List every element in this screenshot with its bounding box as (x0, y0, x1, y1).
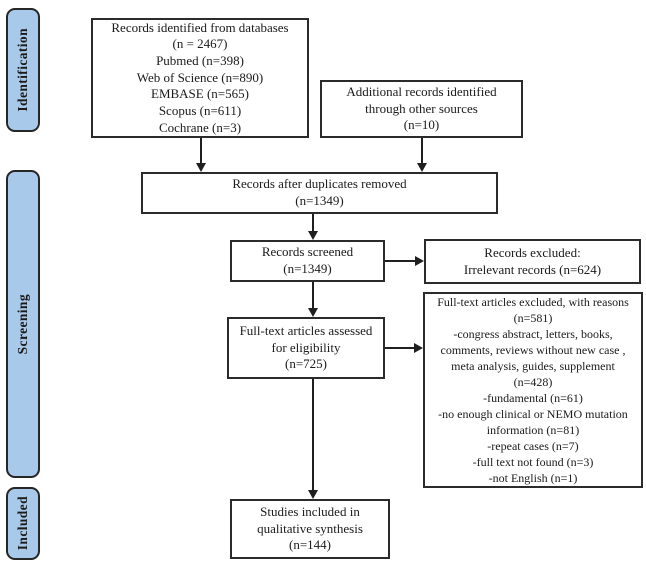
box-fulltext-excluded: Full-text articles excluded, with reason… (423, 292, 643, 488)
box-records-identified: Records identified from databases (n = 2… (91, 18, 309, 138)
stage-label-included-text: Included (15, 496, 30, 551)
arrow-shaft (312, 282, 314, 309)
arrow-down-icon (308, 231, 318, 240)
arrow-screened-to-fulltext (307, 282, 319, 317)
stage-label-identification-text: Identification (15, 28, 30, 112)
box-fulltext-assessed-text: Full-text articles assessed for eligibil… (239, 323, 373, 372)
box-included-studies: Studies included in qualitative synthesi… (230, 499, 390, 559)
arrow-shaft (200, 138, 202, 164)
box-included-studies-text: Studies included in qualitative synthesi… (257, 504, 363, 553)
box-records-excluded: Records excluded: Irrelevant records (n=… (424, 239, 641, 284)
box-records-excluded-text: Records excluded: Irrelevant records (n=… (463, 244, 602, 277)
arrow-shaft (312, 214, 314, 232)
box-records-screened-text: Records screened (n=1349) (261, 244, 354, 276)
arrow-right-icon (415, 256, 424, 266)
arrow-shaft (312, 379, 314, 491)
arrow-duplicates-to-screened (307, 214, 319, 240)
arrow-down-icon (308, 308, 318, 317)
arrow-down-icon (196, 163, 206, 172)
arrow-down-icon (417, 163, 427, 172)
arrow-screened-to-excluded (385, 255, 424, 267)
arrow-right-icon (414, 343, 423, 353)
arrow-down-icon (308, 490, 318, 499)
arrow-shaft (385, 347, 415, 349)
box-fulltext-assessed: Full-text articles assessed for eligibil… (227, 317, 385, 379)
arrow-fulltext-to-excluded (385, 342, 423, 354)
box-additional-records: Additional records identified through ot… (320, 80, 523, 138)
stage-label-included: Included (6, 487, 40, 560)
box-fulltext-excluded-text: Full-text articles excluded, with reason… (437, 294, 629, 486)
box-duplicates-removed: Records after duplicates removed (n=1349… (141, 172, 498, 214)
stage-label-identification: Identification (6, 8, 40, 132)
box-records-identified-text: Records identified from databases (n = 2… (111, 19, 289, 135)
arrow-shaft (421, 138, 423, 164)
box-duplicates-removed-text: Records after duplicates removed (n=1349… (232, 176, 407, 208)
arrow-fulltext-to-included (307, 379, 319, 499)
stage-label-screening: Screening (6, 170, 40, 478)
arrow-additional-to-duplicates (416, 138, 428, 172)
arrow-shaft (385, 260, 416, 262)
box-additional-records-text: Additional records identified through ot… (346, 84, 497, 133)
box-records-screened: Records screened (n=1349) (230, 240, 385, 282)
arrow-identified-to-duplicates (195, 138, 207, 172)
stage-label-screening-text: Screening (15, 293, 30, 355)
